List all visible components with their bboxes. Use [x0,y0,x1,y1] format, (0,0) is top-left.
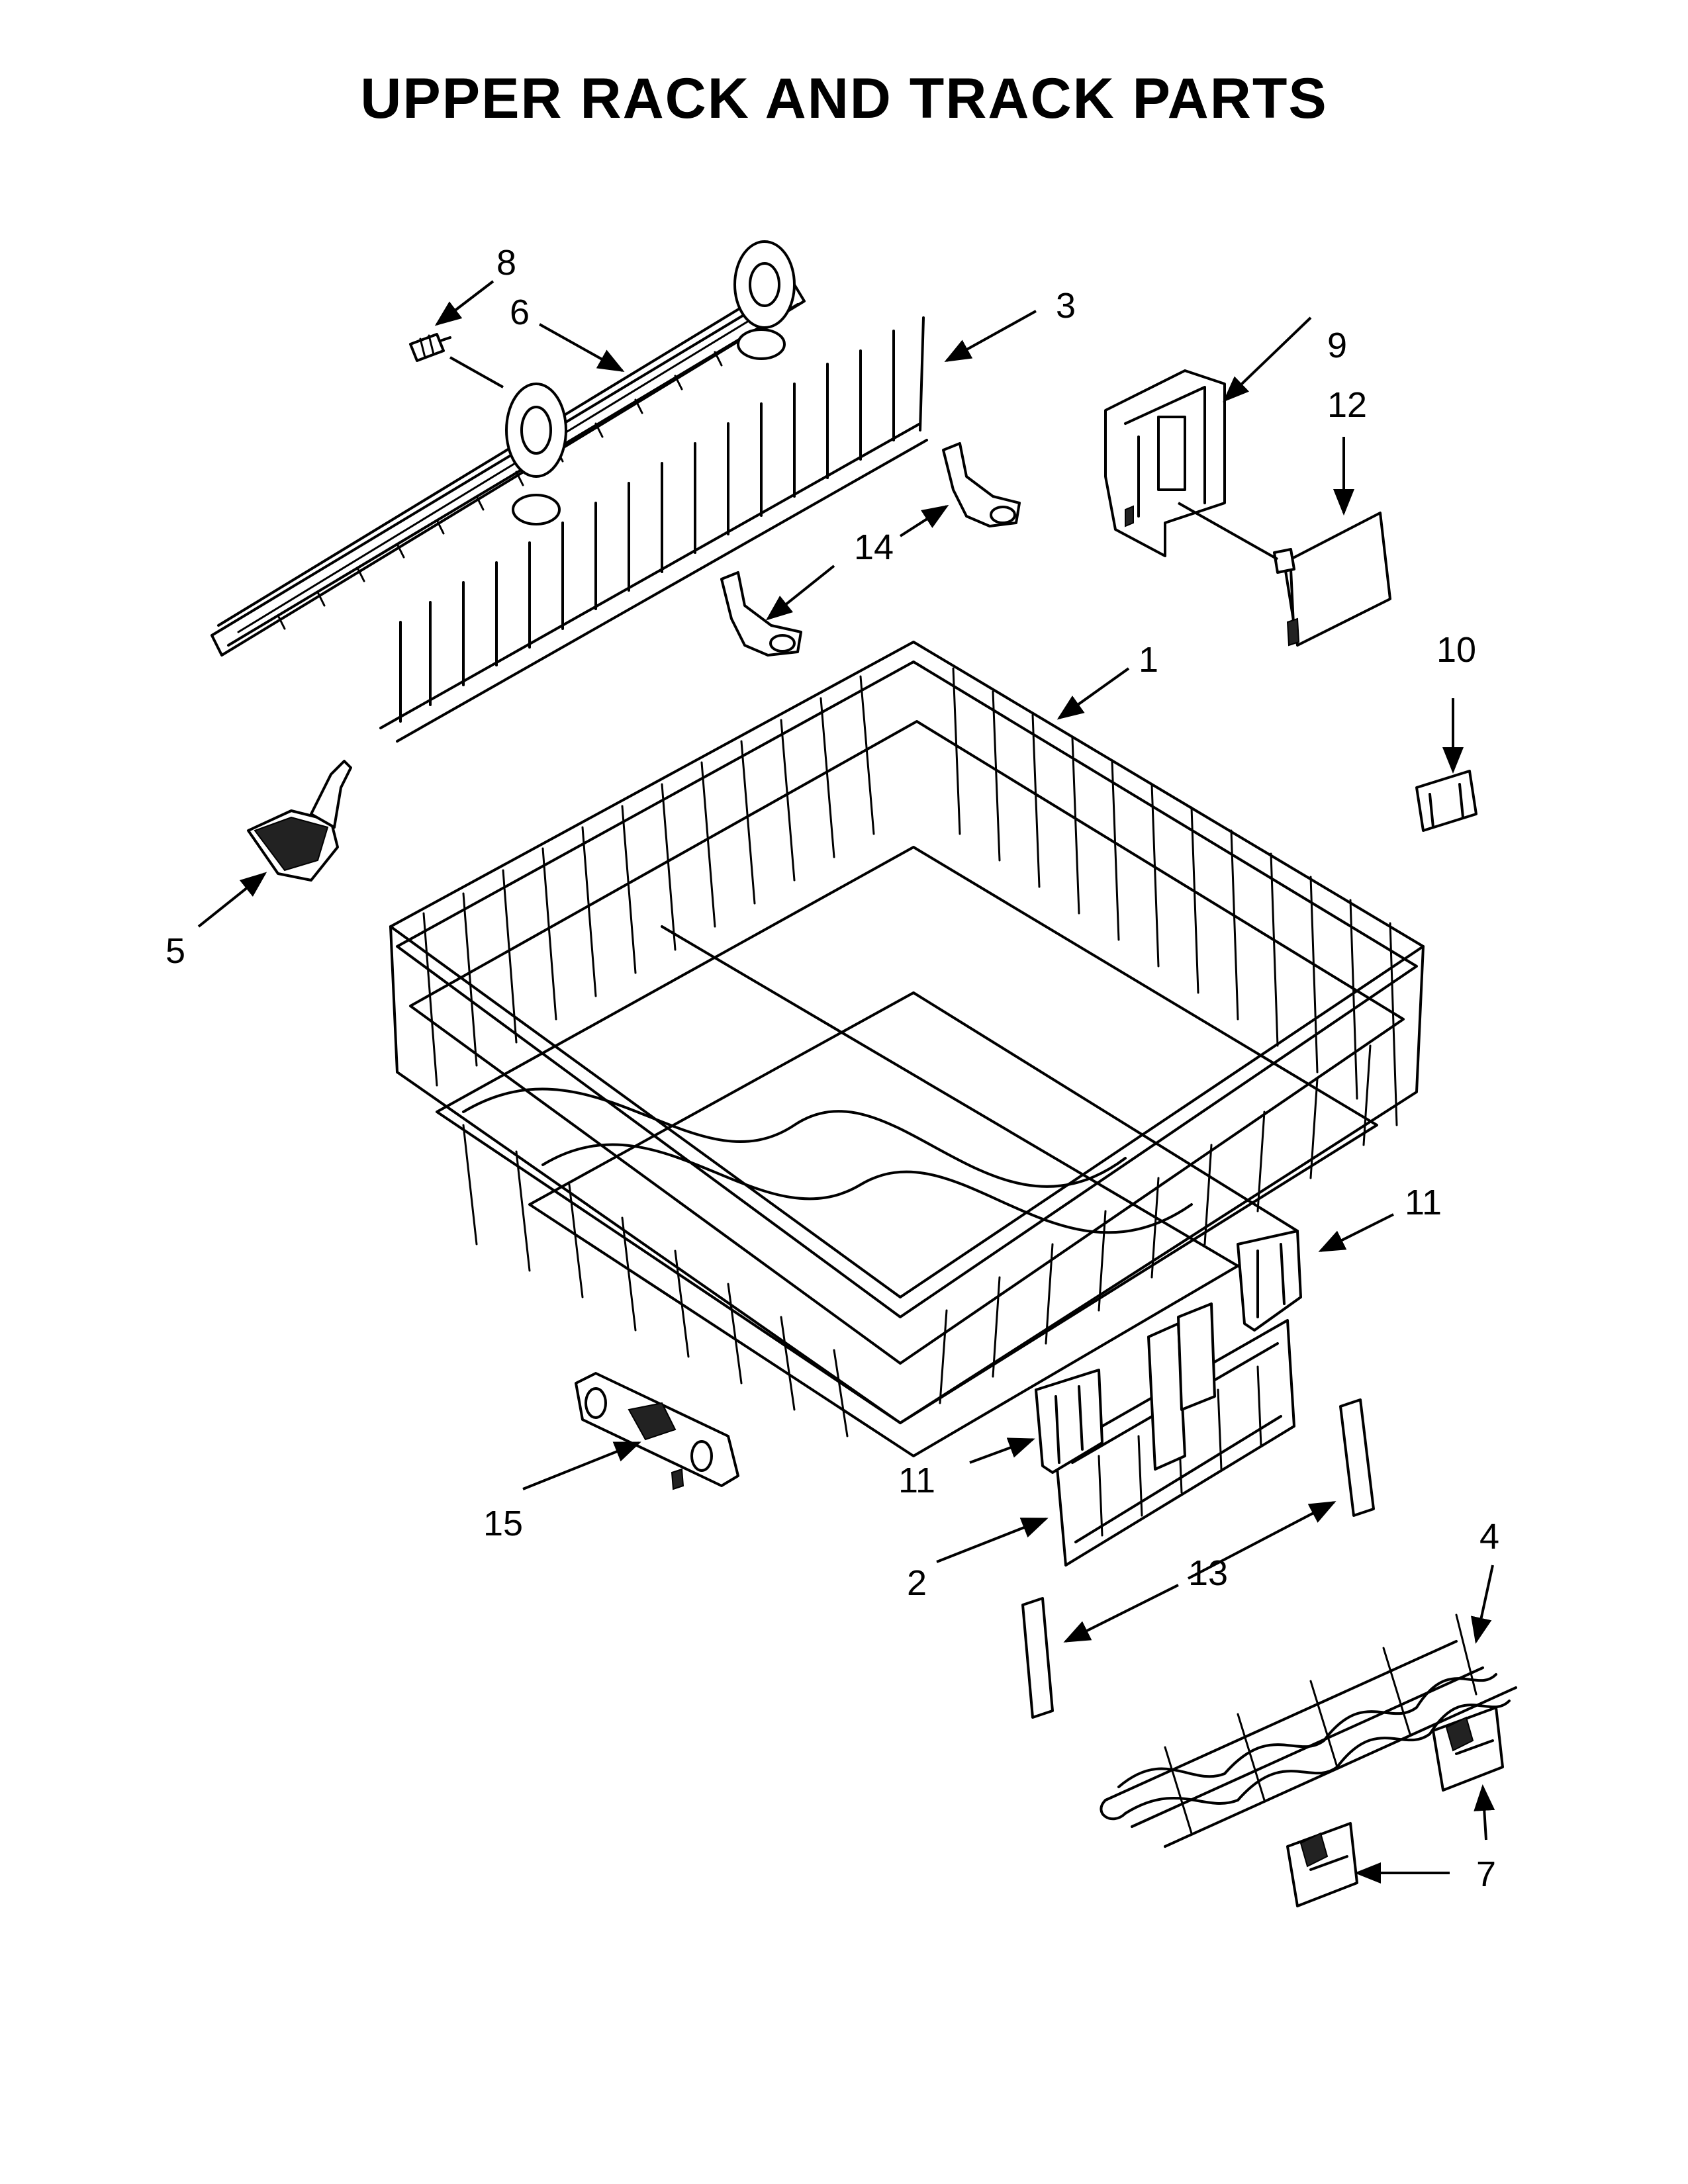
part-15-bracket [575,1372,739,1490]
part-11-clip-right [1237,1230,1302,1332]
part-1-upper-rack [389,641,1425,1457]
callout-5: 5 [165,931,185,971]
callout-10: 10 [1436,630,1476,670]
callout-4: 4 [1479,1517,1499,1557]
leader-lines [197,280,1495,1884]
part-10-clip [1415,770,1477,832]
callout-13: 13 [1188,1553,1228,1593]
callout-11-lower: 11 [898,1461,935,1500]
callout-7: 7 [1476,1854,1496,1894]
page-title: UPPER RACK AND TRACK PARTS [360,67,1328,130]
callout-1: 1 [1139,640,1158,680]
part-7-clip-right [1432,1706,1504,1792]
part-12-cover-plate [1273,512,1391,647]
callout-11-upper: 11 [1405,1183,1442,1222]
part-14-clip-lower [720,571,802,657]
callout-6: 6 [510,293,530,332]
part-6-track-rail [211,240,806,657]
part-11-clip-left [1035,1369,1103,1474]
callout-15: 15 [483,1504,523,1543]
part-3-tine-row [379,316,928,743]
part-13-leg-lower [1021,1597,1054,1719]
callout-12: 12 [1327,385,1367,425]
callout-8: 8 [496,243,516,283]
callout-2: 2 [907,1563,927,1603]
callout-3: 3 [1056,286,1076,326]
part-4-cup-shelf [1100,1614,1517,1848]
callout-9: 9 [1327,326,1347,365]
part-5-end-cap [247,760,352,882]
part-2-adjuster-assembly [1055,1302,1295,1567]
part-7-clip-left [1286,1822,1358,1907]
part-9-bracket [1104,369,1226,557]
part-13-leg-upper [1339,1398,1375,1517]
part-14-clip-upper [942,442,1021,527]
callout-14: 14 [854,527,894,567]
part-8-screw [409,333,451,362]
